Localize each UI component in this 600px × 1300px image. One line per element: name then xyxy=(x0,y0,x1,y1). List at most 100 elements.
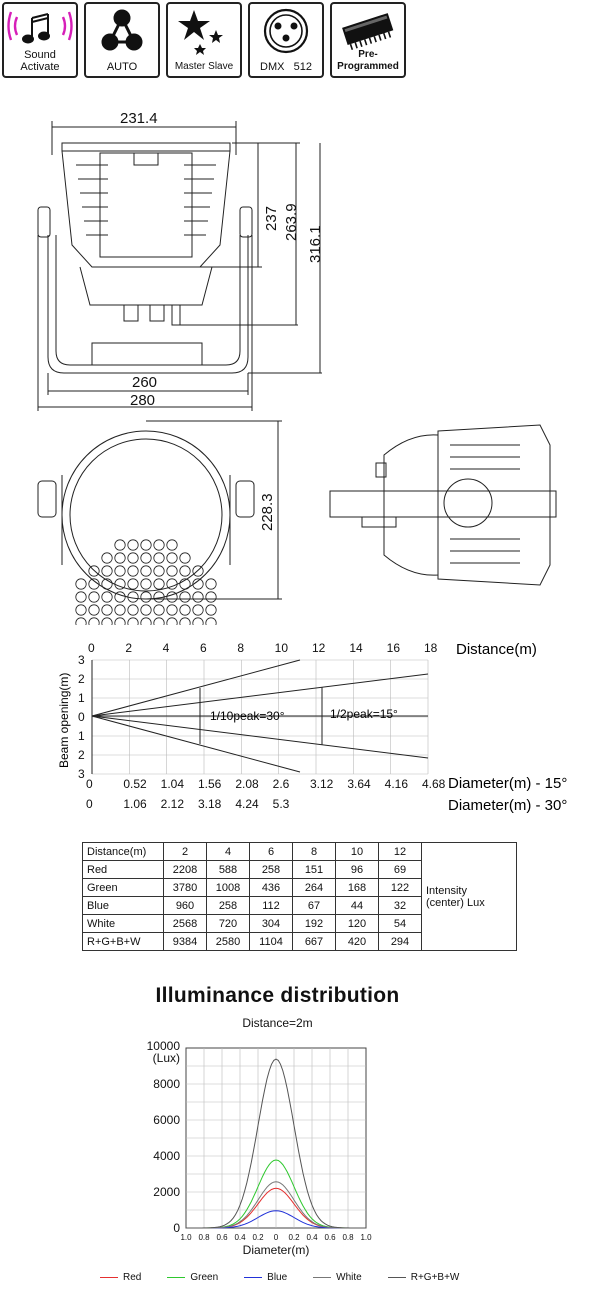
led-lens xyxy=(192,617,204,625)
led-lens xyxy=(166,578,178,590)
led-lens xyxy=(153,552,165,564)
led-lens xyxy=(127,552,139,564)
led-lens xyxy=(127,591,139,603)
legend-item: White xyxy=(313,1272,362,1283)
table-cell: 2208 xyxy=(163,860,207,879)
table-cell: 420 xyxy=(335,932,379,951)
row-label: Green xyxy=(82,878,164,897)
badge-label: Master Slave xyxy=(174,61,234,72)
led-lens xyxy=(114,552,126,564)
opening-tick: 3 xyxy=(78,767,85,781)
diameter-15-tick: 2.6 xyxy=(273,777,290,791)
distance-tick: 12 xyxy=(312,641,326,655)
table-cell: 436 xyxy=(249,878,293,897)
row-label: Red xyxy=(82,860,164,879)
diameter-30-tick: 5.3 xyxy=(273,797,290,811)
x-tick: 1.0 xyxy=(360,1233,372,1242)
label-30-degree: 1/10peak=30° xyxy=(210,709,285,723)
led-lens xyxy=(166,539,178,551)
y-tick: 0 xyxy=(173,1221,180,1235)
row-label: Blue xyxy=(82,896,164,915)
diameter-15-tick: 4.16 xyxy=(385,777,409,791)
table-cell: 32 xyxy=(378,896,422,915)
distance-tick: 6 xyxy=(200,641,207,655)
led-lens xyxy=(140,617,152,625)
distance-tick: 2 xyxy=(125,641,132,655)
distance-tick: 0 xyxy=(88,641,95,655)
legend-swatch xyxy=(100,1276,118,1278)
led-lens xyxy=(101,565,113,577)
dim-height-1: 237 xyxy=(263,206,280,231)
led-lens xyxy=(153,539,165,551)
led-lens xyxy=(88,617,100,625)
diameter-15-tick: 4.68 xyxy=(422,777,446,791)
y-tick: 2000 xyxy=(153,1185,180,1199)
table-cell: 67 xyxy=(292,896,336,915)
led-lens xyxy=(114,539,126,551)
legend-swatch xyxy=(244,1276,263,1278)
legend-swatch xyxy=(167,1276,186,1278)
led-lens xyxy=(192,604,204,616)
y-tick: 4000 xyxy=(153,1149,180,1163)
beam-grid xyxy=(91,659,429,775)
led-lens xyxy=(166,552,178,564)
beam-15-upper xyxy=(91,673,429,717)
table-cell: 9384 xyxy=(163,932,207,951)
opening-tick: 0 xyxy=(78,710,85,724)
opening-tick: 3 xyxy=(78,653,85,667)
music-notes-icon xyxy=(7,11,73,44)
led-lens xyxy=(101,617,113,625)
diameter-15-tick: 1.56 xyxy=(198,777,222,791)
led-lens xyxy=(127,565,139,577)
chip-icon xyxy=(342,13,394,51)
table-cell: 44 xyxy=(335,896,379,915)
row-label: White xyxy=(82,914,164,933)
led-lens xyxy=(114,617,126,625)
table-cell: 168 xyxy=(335,878,379,897)
diameter-15-label: Diameter(m) - 15° xyxy=(448,775,567,792)
x-tick: 0 xyxy=(274,1233,279,1242)
distance-tick: 4 xyxy=(163,641,170,655)
diameter-30-tick: 3.18 xyxy=(198,797,222,811)
beam-30-lower xyxy=(91,715,301,773)
led-lens xyxy=(88,565,100,577)
opening-tick: 2 xyxy=(78,748,85,762)
led-lens xyxy=(75,604,87,616)
led-lens xyxy=(127,539,139,551)
table-note: Intensity (center) Lux xyxy=(421,842,517,951)
x-tick: 0.8 xyxy=(198,1233,210,1242)
distance-tick: 18 xyxy=(424,641,438,655)
x-tick: 0.4 xyxy=(306,1233,318,1242)
led-lens xyxy=(153,591,165,603)
x-tick: 0.2 xyxy=(288,1233,300,1242)
table-header-cell: 4 xyxy=(206,842,250,861)
led-lens xyxy=(205,578,217,590)
led-lens xyxy=(166,617,178,625)
led-lens xyxy=(101,578,113,590)
diameter-15-tick: 0.52 xyxy=(123,777,147,791)
led-lens xyxy=(75,617,87,625)
diameter-30-label: Diameter(m) - 30° xyxy=(448,797,567,814)
led-lens xyxy=(101,591,113,603)
legend-label: R+G+B+W xyxy=(410,1272,460,1283)
x-tick: 0.8 xyxy=(342,1233,354,1242)
led-lens xyxy=(153,617,165,625)
table-cell: 264 xyxy=(292,878,336,897)
technical-drawings: 231.4 237 263.9 316.1 260 280 228.3 xyxy=(37,110,557,625)
x-tick: 0.4 xyxy=(234,1233,246,1242)
led-lens xyxy=(166,591,178,603)
legend-label: Red xyxy=(123,1272,142,1283)
table-cell: 192 xyxy=(292,914,336,933)
dim-bottom-width-2: 280 xyxy=(130,392,155,409)
dim-top-width: 231.4 xyxy=(120,110,158,127)
led-lens xyxy=(153,604,165,616)
led-lens xyxy=(88,578,100,590)
opening-tick: 1 xyxy=(78,691,85,705)
led-lens xyxy=(166,604,178,616)
led-lens xyxy=(127,617,139,625)
table-header-cell: 8 xyxy=(292,842,336,861)
distance-tick: 16 xyxy=(387,641,401,655)
